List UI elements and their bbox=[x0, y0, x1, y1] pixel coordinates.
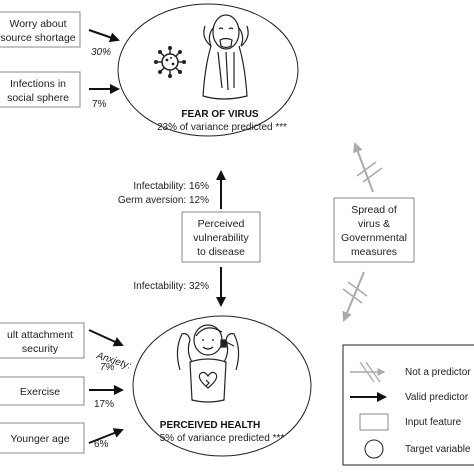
input-box-vulnerability: Perceived vulnerability to disease bbox=[181, 211, 261, 263]
target-perceived-health: PERCEIVED HEALTH 5% of variance predicte… bbox=[132, 315, 312, 457]
legend-not-predictor-label: Not a predictor bbox=[405, 367, 471, 378]
label-infectability-32: Infectability: 32% bbox=[133, 281, 209, 292]
legend-item-valid-predictor: Valid predictor bbox=[350, 392, 469, 403]
health-title: PERCEIVED HEALTH bbox=[160, 420, 260, 431]
spread-line3: Governmental bbox=[341, 232, 407, 244]
legend-item-target-variable: Target variable bbox=[364, 439, 471, 459]
vulnerability-line3: to disease bbox=[197, 246, 245, 258]
legend-item-input-feature: Input feature bbox=[359, 413, 462, 431]
fear-title: FEAR OF VIRUS bbox=[181, 109, 259, 120]
virus-icon bbox=[154, 46, 186, 78]
spread-line1: Spread of bbox=[351, 204, 397, 216]
fear-variance: 23% of variance predicted *** bbox=[157, 122, 287, 133]
pct-younger-age: 6% bbox=[94, 439, 109, 450]
label-infectability-16: Infectability: 16% bbox=[133, 181, 209, 192]
cross-spread-to-health-b bbox=[347, 281, 368, 297]
legend-target-variable-label: Target variable bbox=[405, 444, 471, 455]
input-box-spread: Spread of virus & Governmental measures bbox=[333, 197, 415, 263]
cross-spread-to-health-a bbox=[342, 288, 363, 304]
input-worry-line1: Worry about bbox=[10, 18, 67, 30]
target-fear-of-virus: FEAR OF VIRUS 23% of variance predicted … bbox=[117, 3, 299, 137]
cross-spread-to-fear-a bbox=[356, 161, 377, 177]
vulnerability-line1: Perceived bbox=[198, 218, 245, 230]
exercise-label: Exercise bbox=[20, 386, 60, 398]
input-box-worry: Worry about source shortage bbox=[0, 11, 81, 48]
input-box-attachment: ult attachment security bbox=[0, 322, 85, 359]
strong-person-icon bbox=[176, 324, 240, 403]
arrow-spread-to-health bbox=[342, 271, 365, 322]
pct-attachment-value: 7% bbox=[100, 362, 115, 373]
attachment-line2: security bbox=[22, 343, 59, 355]
cross-spread-to-fear-b bbox=[362, 167, 383, 183]
spread-line4: measures bbox=[351, 246, 397, 258]
vulnerability-line2: vulnerability bbox=[193, 232, 249, 244]
legend-input-feature-label: Input feature bbox=[405, 417, 462, 428]
label-germ-aversion-12: Germ aversion: 12% bbox=[118, 195, 209, 206]
input-infections-line1: Infections in bbox=[10, 78, 66, 90]
pct-infections: 7% bbox=[92, 99, 107, 110]
input-worry-line2: source shortage bbox=[0, 32, 75, 44]
arrow-attachment bbox=[88, 329, 124, 347]
legend-item-not-predictor: Not a predictor bbox=[350, 361, 471, 383]
attachment-line1: ult attachment bbox=[7, 329, 73, 341]
legend: Not a predictor Valid predictor Input fe… bbox=[342, 344, 474, 466]
legend-valid-predictor-label: Valid predictor bbox=[405, 392, 469, 403]
younger-age-label: Younger age bbox=[10, 433, 69, 445]
arrow-younger-age bbox=[88, 428, 124, 444]
pct-exercise: 17% bbox=[94, 399, 114, 410]
input-box-infections: Infections in social sphere bbox=[0, 71, 81, 108]
arrow-spread-to-fear bbox=[353, 142, 374, 193]
health-variance: 5% of variance predicted *** bbox=[160, 433, 285, 444]
input-box-exercise: Exercise bbox=[0, 376, 85, 406]
input-box-younger-age: Younger age bbox=[0, 422, 85, 454]
scared-person-icon bbox=[202, 14, 249, 100]
input-infections-line2: social sphere bbox=[7, 92, 69, 104]
pct-worry: 30% bbox=[91, 47, 111, 58]
spread-line2: virus & bbox=[358, 218, 390, 230]
arrow-worry bbox=[88, 29, 120, 43]
